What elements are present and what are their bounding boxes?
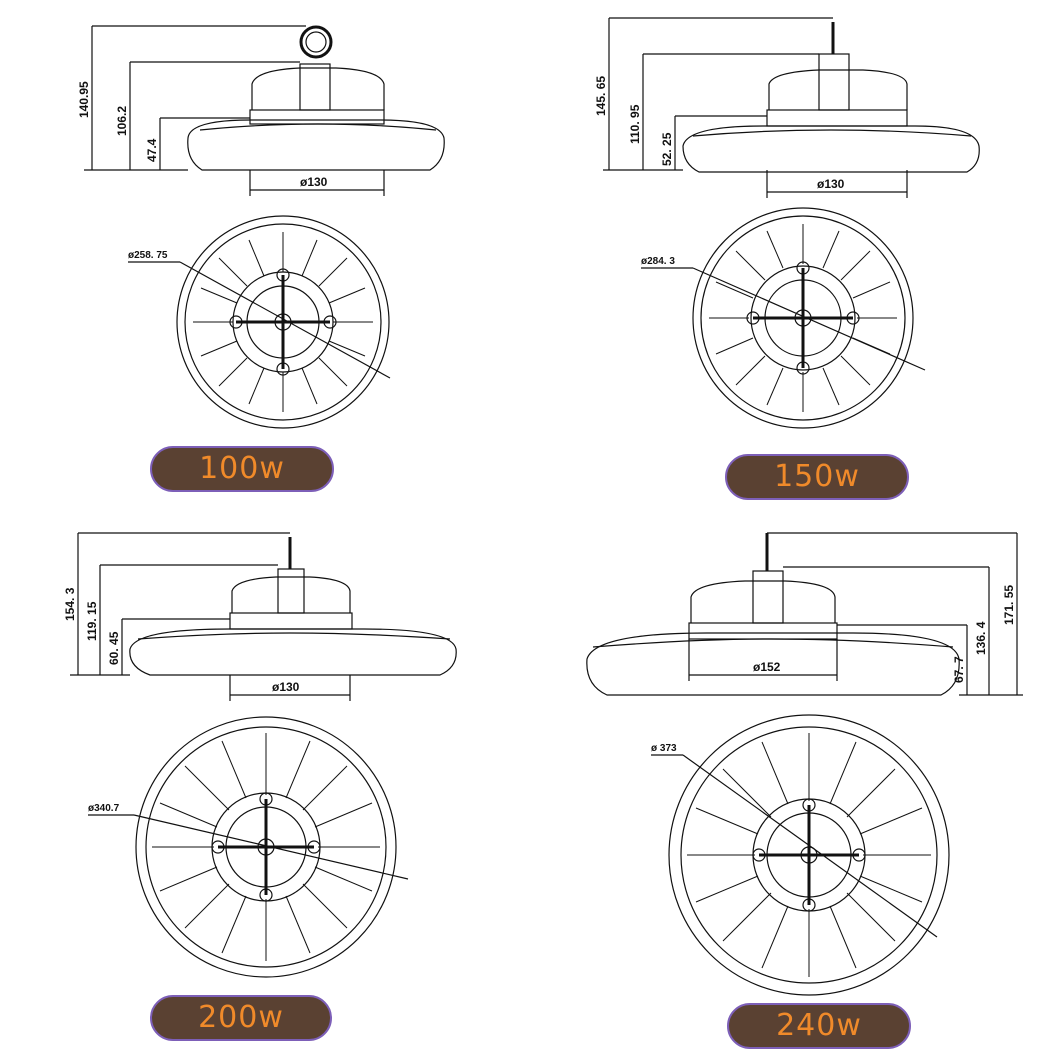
wattage-badge-200w: 200w (150, 995, 332, 1041)
drawing-200w: 154. 3 119. 15 60. 45 ø130 ø340.7 (63, 532, 457, 978)
dim-plan-diameter-240w: ø 373 (651, 743, 677, 754)
dim-body-height-100w: 106.2 (115, 106, 129, 136)
dim-base-height-150w: 52. 25 (660, 132, 674, 166)
panel-100w: 140.95 106.2 47.4 ø130 ø258. 75 100w (0, 0, 523, 529)
dim-body-height-240w: 136. 4 (974, 621, 988, 655)
dim-bottom-diameter-150w: ø130 (817, 177, 845, 191)
drawing-150w: 145. 65 110. 95 52. 25 ø130 ø284. 3 (594, 17, 980, 429)
fins-150w (709, 224, 897, 412)
dim-base-height-200w: 60. 45 (107, 631, 121, 665)
dim-total-height-100w: 140.95 (77, 81, 91, 118)
wattage-badge-100w: 100w (150, 446, 334, 492)
wattage-badge-150w: 150w (725, 454, 909, 500)
fins-240w (687, 733, 931, 977)
dim-base-height-100w: 47.4 (145, 138, 159, 162)
fins-100w (193, 232, 373, 412)
panel-150w: 145. 65 110. 95 52. 25 ø130 ø284. 3 150w (523, 0, 1046, 529)
dim-bottom-diameter-240w: ø152 (753, 660, 781, 674)
panel-200w: 154. 3 119. 15 60. 45 ø130 ø340.7 200w (0, 529, 523, 1058)
fins-200w (152, 733, 380, 961)
dim-plan-diameter-150w: ø284. 3 (641, 256, 675, 267)
dim-total-height-240w: 171. 55 (1002, 585, 1016, 625)
dim-body-height-200w: 119. 15 (85, 601, 99, 641)
dim-plan-diameter-100w: ø258. 75 (128, 250, 168, 261)
dim-total-height-200w: 154. 3 (63, 587, 77, 621)
dim-bottom-diameter-100w: ø130 (300, 175, 328, 189)
dim-total-height-150w: 145. 65 (594, 76, 608, 116)
dim-body-height-150w: 110. 95 (628, 104, 642, 144)
panel-240w: 171. 55 136. 4 67. 7 ø152 ø 373 240w (523, 529, 1046, 1058)
wattage-badge-240w: 240w (727, 1003, 911, 1049)
dim-bottom-diameter-200w: ø130 (272, 680, 300, 694)
dim-plan-diameter-200w: ø340.7 (88, 803, 120, 814)
dim-base-height-240w: 67. 7 (952, 656, 966, 683)
drawing-100w: 140.95 106.2 47.4 ø130 ø258. 75 (77, 25, 445, 429)
drawing-240w: 171. 55 136. 4 67. 7 ø152 ø 373 (586, 532, 1023, 996)
